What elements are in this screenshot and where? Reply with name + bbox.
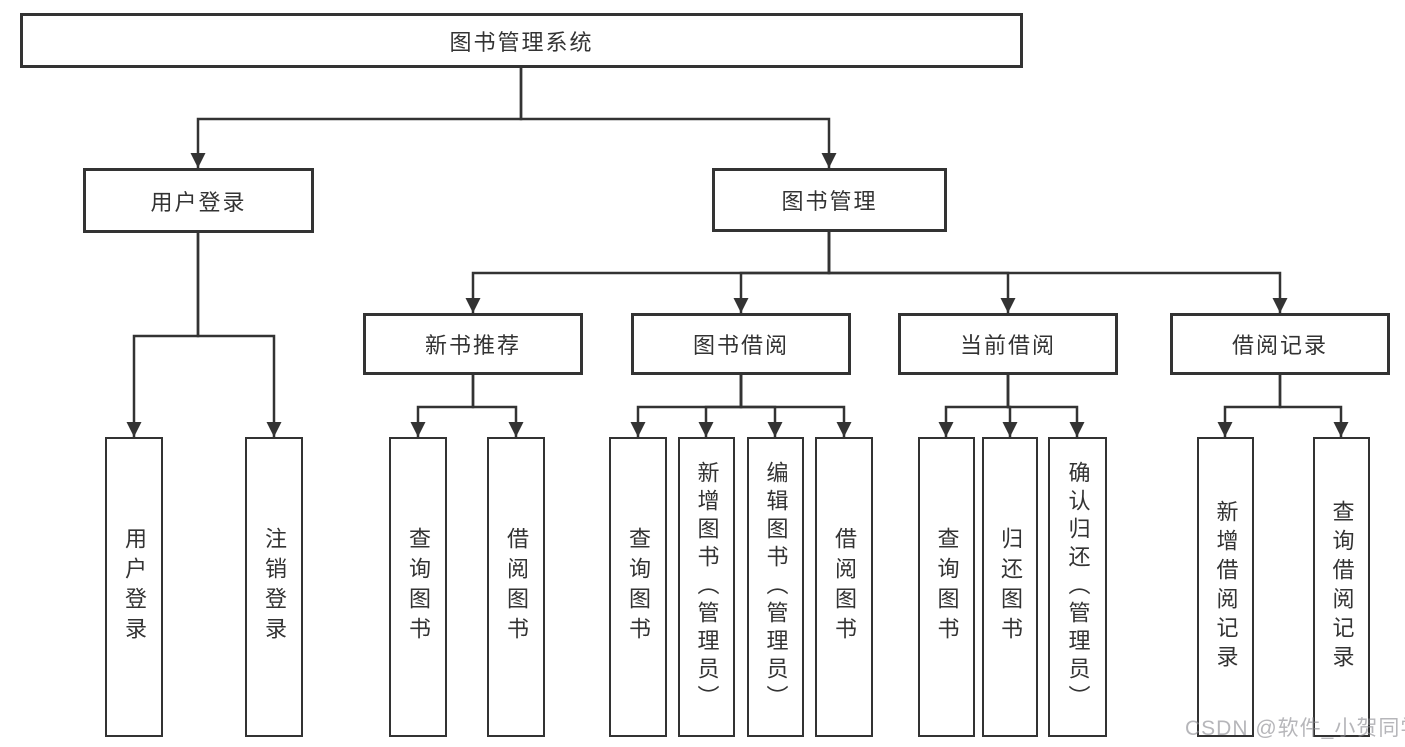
node-user-login: 用户登录 (83, 168, 314, 233)
csdn-watermark: CSDN @软件_小贺同学 (1185, 717, 1405, 740)
leaf-borrow-book-recommend: 借阅图书 (487, 437, 545, 737)
node-library-system: 图书管理系统 (20, 13, 1023, 68)
leaf-add-book-admin: 新增图书（管理员） (678, 437, 735, 737)
leaf-add-borrow-record: 新增借阅记录 (1197, 437, 1254, 737)
leaf-edit-book-admin: 编辑图书（管理员） (747, 437, 804, 737)
node-borrow-records: 借阅记录 (1170, 313, 1390, 375)
leaf-query-borrow-record: 查询借阅记录 (1313, 437, 1370, 737)
leaf-logout: 注销登录 (245, 437, 303, 737)
leaf-return-book: 归还图书 (982, 437, 1038, 737)
node-book-management: 图书管理 (712, 168, 947, 232)
node-book-borrowing: 图书借阅 (631, 313, 851, 375)
leaf-query-book-current: 查询图书 (918, 437, 975, 737)
leaf-confirm-return-admin: 确认归还（管理员） (1048, 437, 1107, 737)
leaf-borrow-book: 借阅图书 (815, 437, 873, 737)
node-new-book-recommend: 新书推荐 (363, 313, 583, 375)
node-current-borrowing: 当前借阅 (898, 313, 1118, 375)
leaf-query-book-recommend: 查询图书 (389, 437, 447, 737)
leaf-user-login: 用户登录 (105, 437, 163, 737)
leaf-query-book-borrowing: 查询图书 (609, 437, 667, 737)
